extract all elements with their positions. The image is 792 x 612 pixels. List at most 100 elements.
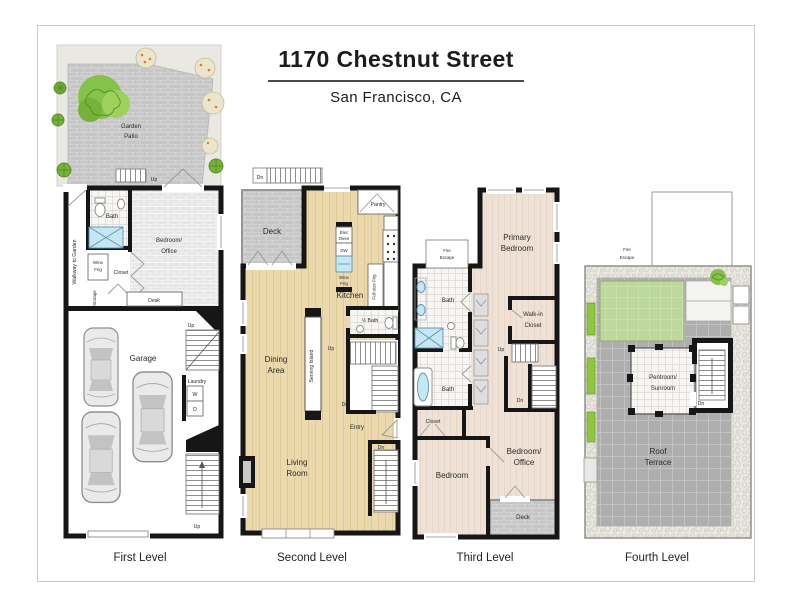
garden-stairs bbox=[115, 168, 147, 183]
range-burners bbox=[386, 234, 396, 261]
serving-island-label: Serving Island bbox=[309, 349, 315, 382]
serving-island: Serving Island bbox=[304, 308, 322, 420]
pentroom-sunroom: Pentroom/ Sunroom bbox=[627, 344, 696, 417]
primary-bedroom-label-line-1: Primary bbox=[503, 233, 531, 242]
pentroom-label-line-1: Pentroom/ bbox=[649, 375, 677, 381]
garden-stairs-up-label: Up bbox=[151, 177, 158, 183]
garage-up-label: Up bbox=[188, 323, 195, 329]
second-level-plan: Deck Dn Pantry bbox=[239, 167, 402, 539]
third-level-interior-walls bbox=[413, 266, 557, 537]
half-bath-label: ½ Bath bbox=[362, 317, 379, 324]
up-label-l2: Up bbox=[328, 346, 335, 352]
green-roof-area bbox=[599, 280, 685, 342]
deck-dn-label: Dn bbox=[257, 175, 264, 181]
garden-patio-label-line-1: Garden bbox=[121, 124, 141, 130]
image-border bbox=[37, 25, 755, 582]
closet-label-l1: Closet bbox=[114, 270, 129, 276]
stairwell-walls-l2 bbox=[346, 338, 376, 414]
roof-planters-left bbox=[583, 302, 598, 483]
dn-stairs-l2 bbox=[371, 365, 399, 413]
bath2-fixtures bbox=[413, 367, 433, 407]
elec-oven-label-line-2: Oven bbox=[339, 236, 350, 241]
roof-bush bbox=[710, 269, 728, 286]
up-stairs-l2 bbox=[349, 341, 397, 365]
roof-dn-label: Dn bbox=[698, 401, 705, 407]
fire-escape-l3 bbox=[425, 239, 469, 269]
title-block: 1170 Chestnut Street San Francisco, CA bbox=[0, 46, 792, 106]
fireplace-firebox bbox=[243, 461, 251, 483]
bedroom-office-label-line-2: Office bbox=[161, 249, 177, 255]
bath2-label: Bath bbox=[442, 387, 454, 393]
second-level-openings bbox=[239, 184, 402, 539]
dn-label-l2: Dn bbox=[342, 402, 349, 408]
dn-label-l3: Dn bbox=[517, 398, 524, 404]
third-level-outer-walls bbox=[412, 187, 560, 540]
third-level-openings bbox=[411, 186, 561, 541]
bedroom-office-floor bbox=[130, 190, 219, 308]
wine-frig-label-l1-line-1: Wine bbox=[93, 260, 104, 265]
bedroom-office-label-l3-line-2: Office bbox=[514, 458, 535, 467]
stairs-arrowhead bbox=[199, 461, 205, 468]
roof-terrace-label-line-1: Roof bbox=[650, 447, 668, 456]
fourth-level-plan: Fire Escape bbox=[583, 191, 752, 539]
roof-terrace-label-line-2: Terrace bbox=[645, 458, 672, 467]
fire-escape-label-l4-line-1: Fire bbox=[623, 247, 631, 252]
washer-label: W bbox=[193, 392, 198, 398]
living-room-label-line-2: Room bbox=[286, 469, 308, 478]
half-bath-walls bbox=[346, 306, 398, 338]
full-size-frig-label: Full-size Frig bbox=[372, 274, 377, 300]
gas-range bbox=[382, 229, 399, 263]
dryer-label: D bbox=[193, 407, 197, 413]
dining-area-label-line-2: Area bbox=[268, 366, 285, 375]
hall-dressers bbox=[473, 293, 489, 405]
deck-label-l2: Deck bbox=[263, 227, 282, 236]
pentroom-label-line-2: Sunroom bbox=[651, 386, 675, 392]
fire-escape-label-l4-line-2: Escape bbox=[620, 255, 635, 260]
dining-area-label-line-1: Dining bbox=[265, 355, 288, 364]
garage-cars bbox=[81, 327, 173, 504]
roof-stairwell: Dn bbox=[692, 338, 733, 413]
roof-planter-box-1 bbox=[732, 285, 750, 305]
up-label-l3: Up bbox=[498, 347, 505, 353]
third-level-plan: Fire Escape bbox=[411, 186, 561, 541]
kitchen-label: Kitchen bbox=[337, 291, 364, 300]
entry-dn-label: Dn bbox=[378, 445, 385, 451]
wine-frig-label-l2-line-2: Frig bbox=[340, 281, 348, 286]
entry-label: Entry bbox=[350, 425, 364, 431]
half-bath-toilet bbox=[384, 317, 394, 329]
bath1-fixtures bbox=[414, 277, 465, 350]
closet-label-l3: Closet bbox=[426, 419, 441, 425]
primary-bedroom-label-line-2: Bedroom bbox=[501, 244, 534, 253]
pantry-closet bbox=[357, 189, 399, 215]
second-level-outer-walls bbox=[240, 185, 401, 536]
elec-oven-label-line-1: Elec bbox=[340, 230, 349, 235]
bath-label-l1: Bath bbox=[106, 214, 118, 220]
up-stairs-l3 bbox=[511, 343, 539, 363]
half-bath-sink bbox=[356, 325, 364, 333]
first-level-openings bbox=[63, 168, 225, 540]
garage-label: Garage bbox=[130, 354, 157, 363]
entry-stair-walls bbox=[368, 440, 398, 516]
third-level-caption: Third Level bbox=[456, 552, 514, 564]
walkway-to-garden-label: Walkway to Garden bbox=[72, 239, 78, 284]
dn-stairs-l3 bbox=[531, 365, 557, 409]
fire-escape-label-l3-line-1: Fire bbox=[443, 248, 451, 253]
wine-frig-appliance-l1 bbox=[87, 253, 109, 281]
fire-escape-label-l3-line-2: Escape bbox=[440, 255, 455, 260]
bath1-label: Bath bbox=[442, 298, 454, 304]
desk-label: Desk bbox=[148, 298, 160, 304]
garden-patio-label-line-2: Patio bbox=[124, 134, 138, 140]
second-level-caption: Second Level bbox=[277, 552, 347, 564]
bath-fixtures-l1 bbox=[88, 197, 125, 249]
fourth-level-caption: Fourth Level bbox=[625, 552, 689, 564]
living-room-label-line-1: Living bbox=[287, 458, 308, 467]
storage-label: Storage bbox=[92, 290, 97, 306]
walk-in-closet-label-line-1: Walk-in bbox=[523, 312, 543, 318]
laundry-label: Laundry bbox=[188, 379, 207, 385]
garage-lower-up-label: Up bbox=[194, 524, 201, 530]
bedroom-office-label-line-1: Bedroom/ bbox=[156, 238, 182, 244]
kitchen-island-appliances: Elec Oven DW Wine Frig bbox=[335, 222, 353, 292]
property-address: 1170 Chestnut Street bbox=[268, 46, 524, 82]
